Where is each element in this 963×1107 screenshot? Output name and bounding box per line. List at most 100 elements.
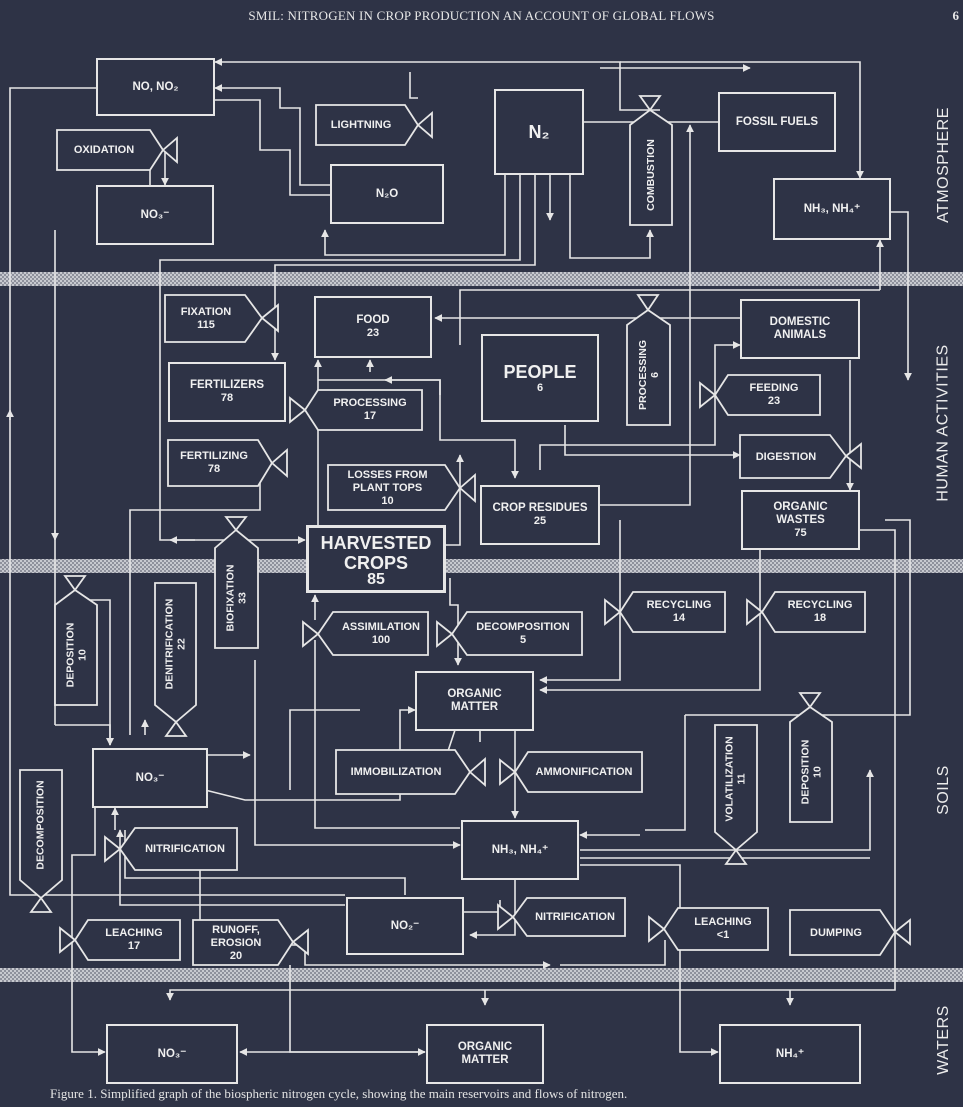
node-soil-no3-label: NO₃⁻ [135,771,165,784]
valve-processing-17: PROCESSING 17 [320,392,420,428]
band-atmosphere-label: ATMOSPHERE [935,107,953,223]
valve-leaching-17-value: 17 [127,940,141,952]
valve-fixation-label: FIXATION [180,306,232,318]
valve-recycling-18-value: 18 [813,612,827,624]
valve-lightning-label: LIGHTNING [330,118,392,131]
valve-digestion-label: DIGESTION [755,450,817,463]
node-water-nh4-label: NH₄⁺ [775,1047,805,1060]
valve-processing-17-value: 17 [363,410,377,422]
node-food-value: 23 [366,327,380,339]
band-human-activities-label: HUMAN ACTIVITIES [935,343,953,502]
valve-fertilizing-value: 78 [207,463,221,475]
node-domestic-animals-label: DOMESTIC ANIMALS [769,316,831,341]
valve-decomposition-left: DECOMPOSITION [20,770,62,880]
node-soil-no2-label: NO₂⁻ [390,919,420,932]
valve-assimilation-value: 100 [371,634,391,646]
valve-leaching-17-label: LEACHING [105,927,163,939]
valve-deposition-left-label: DEPOSITION [64,622,77,688]
node-atm-nh3-nh4-label: NH₃, NH₄⁺ [803,202,861,215]
node-n2o-label: N₂O [375,187,399,200]
valve-immobilization: IMMOBILIZATION [338,752,454,792]
valve-deposition-right-value: 10 [811,766,824,778]
figure-caption: Figure 1. Simplified graph of the biosph… [50,1086,628,1101]
valve-nitrification-right-label: NITRIFICATION [535,910,615,923]
valve-biofixation-label: BIOFIXATION [224,564,237,632]
valve-leaching-lt1-label: LEACHING [694,916,752,928]
node-harvested-crops: HARVESTED CROPS 85 [306,525,446,593]
node-soil-organic-matter-label: ORGANIC MATTER [447,688,502,713]
valve-volatilization-value: 11 [736,772,749,785]
node-people: PEOPLE 6 [481,334,599,422]
valve-ammonification-label: AMMONIFICATION [535,765,633,778]
valve-runoff-erosion: RUNOFF, EROSION 20 [195,922,277,964]
node-soil-nh3-nh4-label: NH₃, NH₄⁺ [491,843,549,856]
node-fertilizers: FERTILIZERS 78 [168,362,286,422]
node-water-no3: NO₃⁻ [106,1024,238,1084]
valve-combustion-label: COMBUSTION [645,139,657,211]
band-soils-label: SOILS [935,765,953,815]
valve-fixation-value: 115 [197,319,215,331]
page-number: 6 [952,8,960,23]
band-waters-label: WATERS [935,1005,953,1075]
node-food-label: FOOD [356,314,390,326]
valve-losses-value: 10 [381,494,394,507]
node-crop-residues: CROP RESIDUES 25 [480,485,600,545]
valve-feeding-label: FEEDING [749,382,799,394]
node-soil-no2: NO₂⁻ [346,897,464,955]
valve-runoff-value: 20 [229,949,243,962]
valve-ammonification: AMMONIFICATION [527,754,641,790]
valve-fertilizing: FERTILIZING 78 [170,442,258,484]
node-people-label: PEOPLE [503,361,577,382]
node-food: FOOD 23 [314,296,432,358]
valve-assimilation-label: ASSIMILATION [341,621,420,633]
valve-denitrification-label: DENITRIFICATION [163,598,176,690]
node-organic-wastes-value: 75 [794,526,807,539]
node-organic-wastes-label: ORGANIC WASTES [773,500,828,526]
node-soil-nh3-nh4: NH₃, NH₄⁺ [461,820,579,880]
valve-nitrification-left: NITRIFICATION [134,830,236,868]
valve-leaching-lt1-value: <1 [716,929,730,941]
valve-shapes [19,95,911,966]
valve-denitrification-value: 22 [175,638,188,650]
running-title: SMIL: NITROGEN IN CROP PRODUCTION AN ACC… [248,8,715,23]
node-soil-no3: NO₃⁻ [92,748,208,808]
node-domestic-animals: DOMESTIC ANIMALS [740,299,860,359]
valve-decomposition-left-label: DECOMPOSITION [35,780,48,870]
valve-leaching-17: LEACHING 17 [90,922,178,958]
node-water-nh4: NH₄⁺ [719,1024,861,1084]
node-no-no2-label: NO, NO₂ [132,80,179,93]
valve-losses-from-plant-tops: LOSSES FROM PLANT TOPS 10 [330,467,445,509]
node-water-organic-matter-label: ORGANIC MATTER [457,1041,513,1066]
valve-nitrification-right: NITRIFICATION [526,900,624,934]
node-fossil-fuels: FOSSIL FUELS [718,92,836,152]
valve-volatilization-label: VOLATILIZATION [724,735,737,822]
valve-feeding: FEEDING 23 [730,377,818,413]
valve-dumping: DUMPING [792,912,880,954]
node-fertilizers-label: FERTILIZERS [189,379,265,391]
valve-biofixation-value: 33 [236,592,249,604]
valve-nitrification-left-label: NITRIFICATION [145,842,225,855]
node-atm-nh3-nh4: NH₃, NH₄⁺ [773,178,891,240]
valve-decomposition-5-value: 5 [519,634,527,646]
node-n2o: N₂O [330,164,444,224]
band-waters: WATERS [929,990,959,1090]
node-soil-organic-matter: ORGANIC MATTER [415,671,534,731]
valve-oxidation-label: OXIDATION [73,143,135,156]
node-atm-no3: NO₃⁻ [96,185,214,245]
valve-processing-17-label: PROCESSING [333,397,407,409]
separator-atmosphere-human [0,272,963,286]
valve-leaching-lt1: LEACHING <1 [680,910,766,948]
node-n2: N₂ [494,89,584,175]
valve-runoff-label: RUNOFF, EROSION [210,923,262,949]
